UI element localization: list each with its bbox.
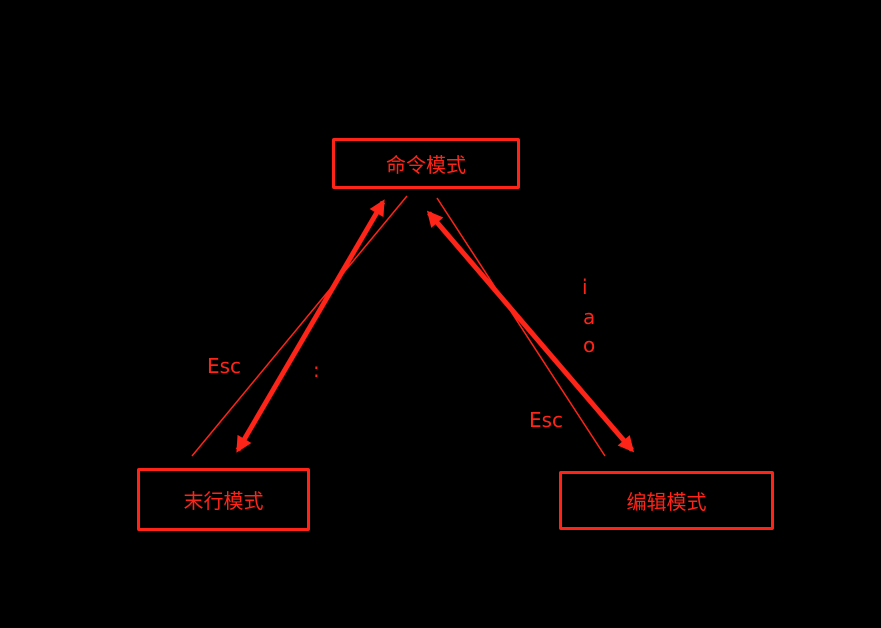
edge-label-esc-left: Esc [207, 354, 242, 378]
node-edit-mode: 编辑模式 [559, 471, 774, 530]
edge-label-esc-right: Esc [529, 408, 564, 432]
node-label: 末行模式 [183, 489, 264, 513]
node-last-line-mode: 末行模式 [137, 468, 310, 531]
edge-label-a: a [583, 305, 596, 329]
node-label: 命令模式 [386, 153, 466, 177]
edge-iao-arrow [426, 210, 635, 453]
node-label: 编辑模式 [626, 490, 707, 514]
edge-label-i: i [582, 275, 588, 299]
edge-label-colon: : [313, 358, 320, 382]
node-command-mode: 命令模式 [332, 138, 520, 189]
edge-label-o: o [583, 333, 596, 357]
edge-esc-edit-to-command [436, 197, 606, 457]
edge-colon-arrow [235, 199, 386, 453]
edge-esc-last-line-to-command [191, 195, 408, 457]
